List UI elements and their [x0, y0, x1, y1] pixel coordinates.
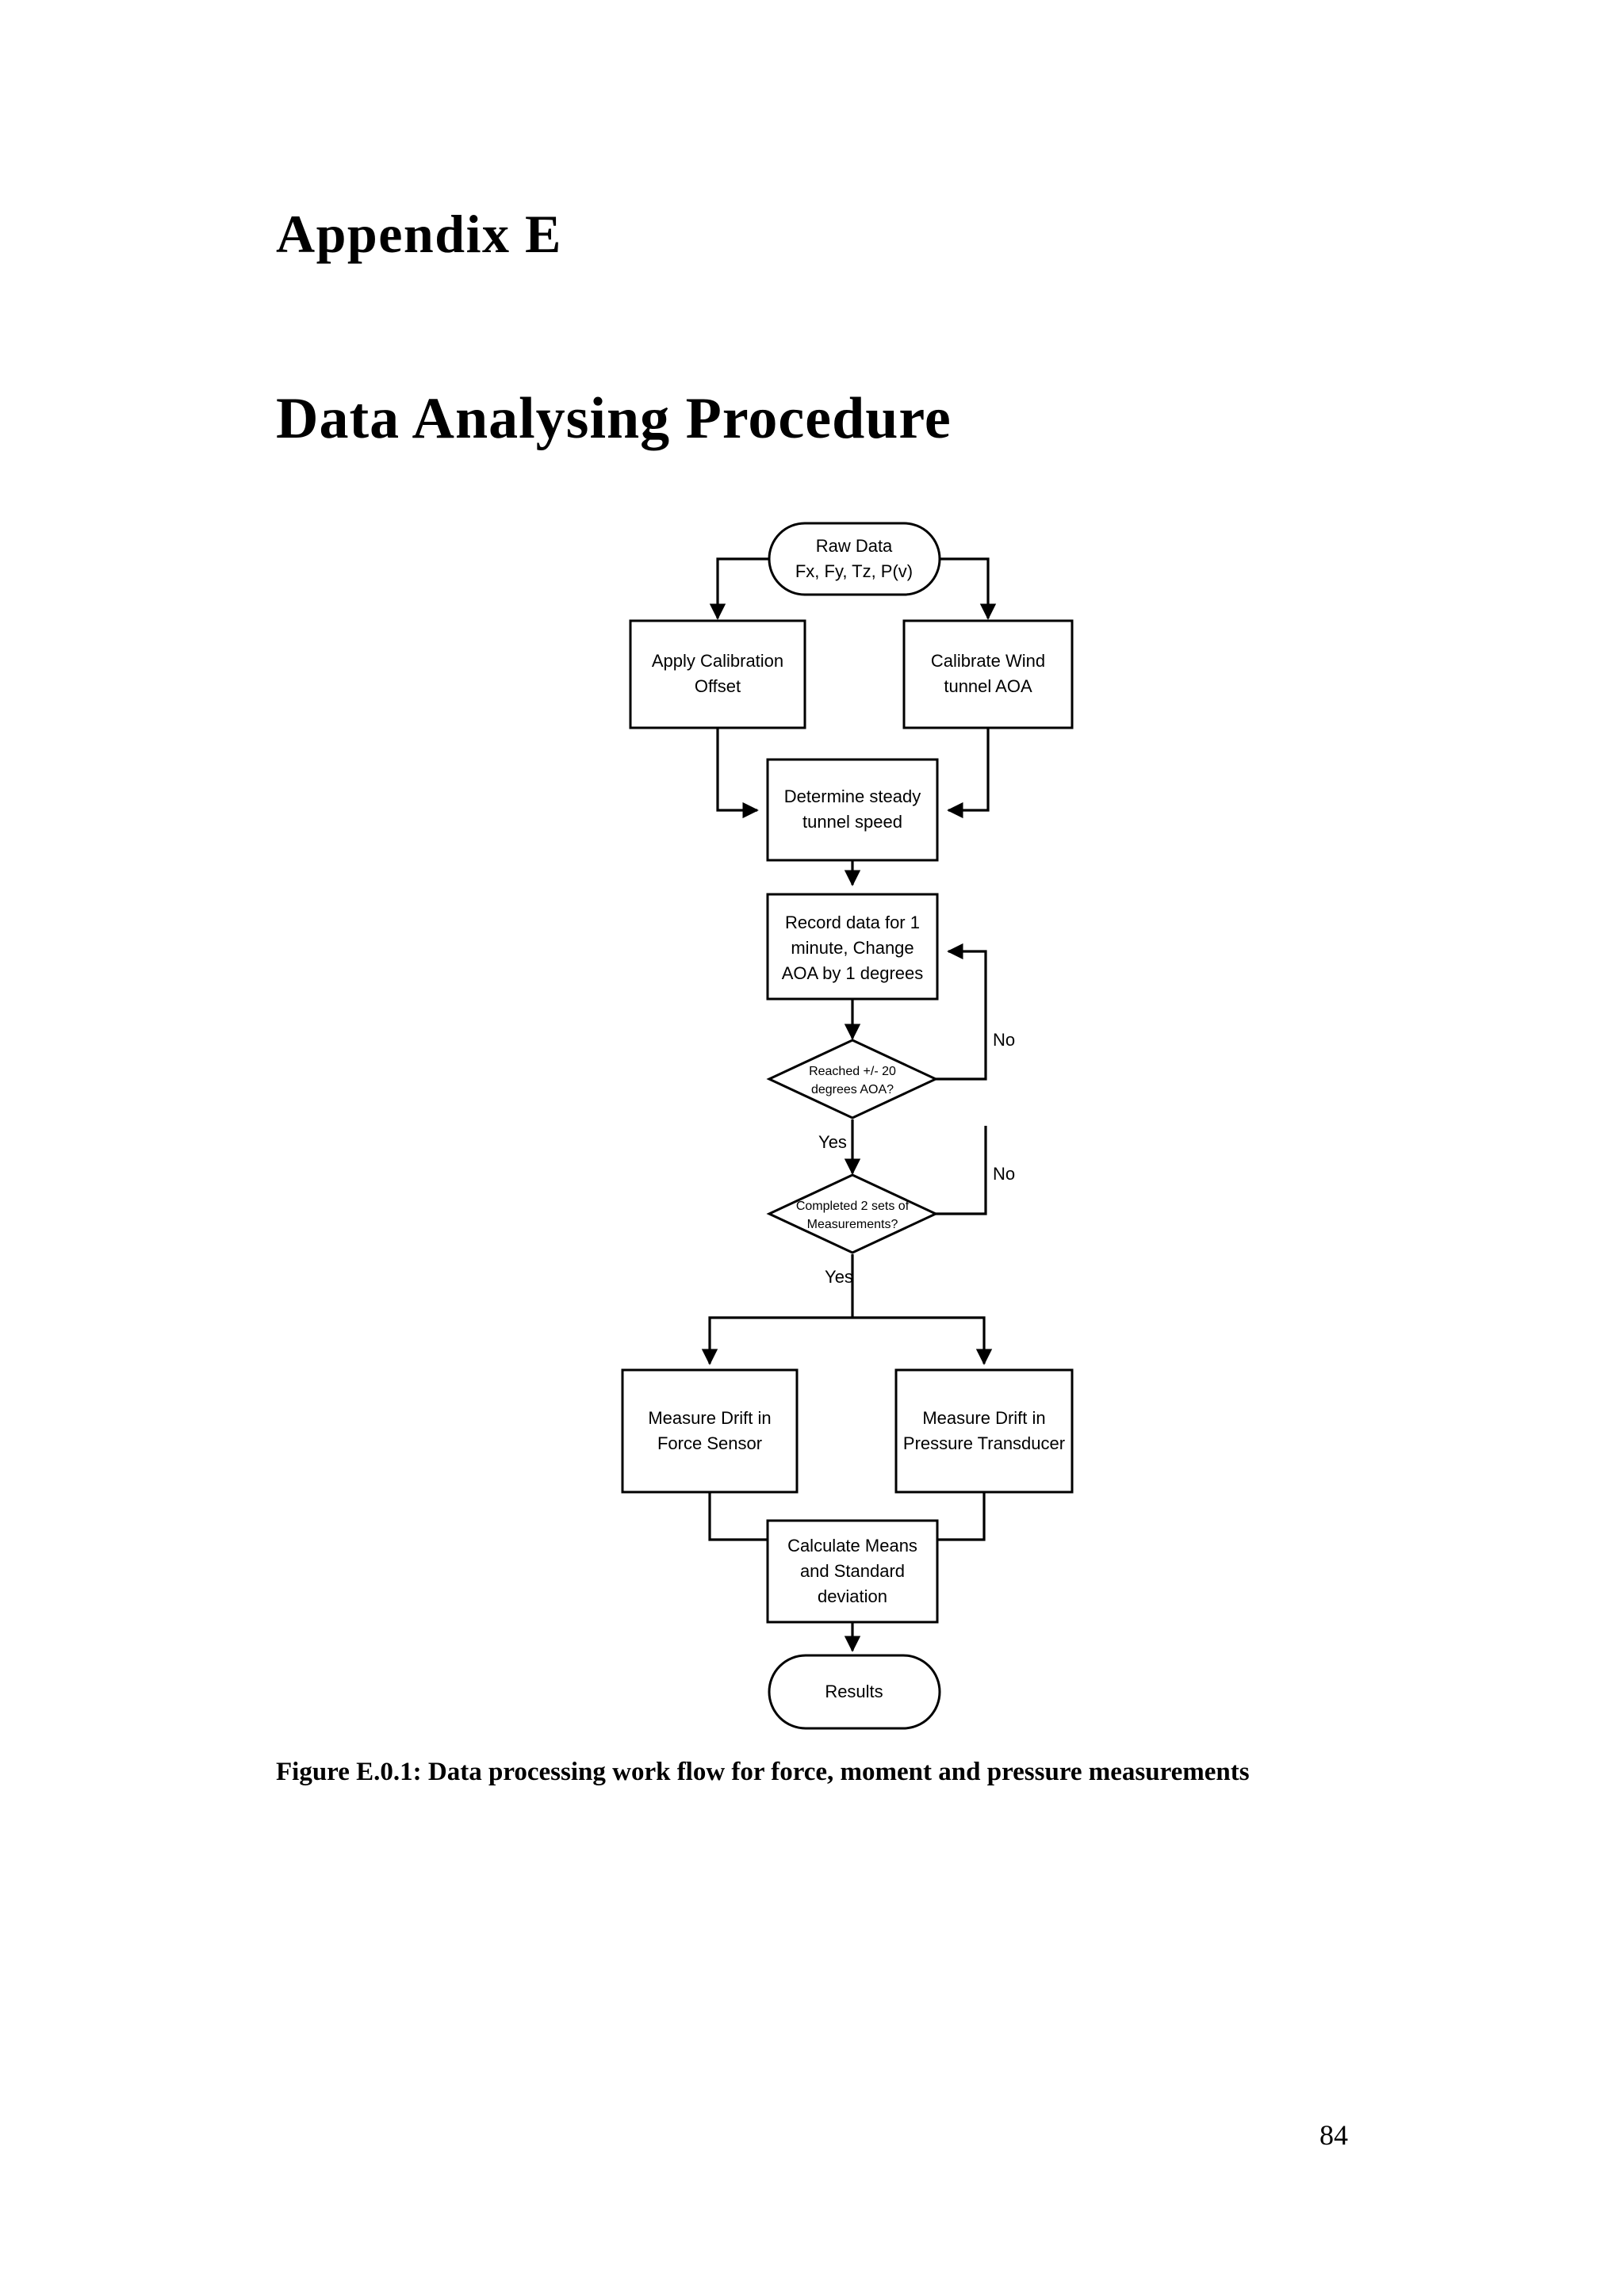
drift-force-shape [621, 1368, 799, 1494]
appendix-label: Appendix E [276, 204, 562, 264]
drift-pressure-shape [894, 1368, 1074, 1494]
node-determine-speed: Determine steady tunnel speed [766, 758, 939, 862]
node-drift-force: Measure Drift in Force Sensor [621, 1368, 799, 1494]
node-apply-calibration: Apply Calibration Offset [629, 619, 806, 729]
decision-sets-line1: Completed 2 sets of [796, 1200, 910, 1213]
flowchart-svg: Raw Data Fx, Fy, Tz, P(v) Apply Calibrat… [621, 522, 1074, 1730]
edge-apply-to-determine [716, 728, 759, 819]
record-data-line3: AOA by 1 degrees [782, 963, 924, 983]
decision-aoa-shape [766, 1039, 939, 1119]
node-results: Results [768, 1654, 941, 1730]
results-shape [768, 1654, 941, 1730]
figure-flowchart: Raw Data Fx, Fy, Tz, P(v) Apply Calibrat… [0, 492, 1624, 1752]
page-number: 84 [1320, 2119, 1348, 2151]
node-calibrate-aoa: Calibrate Wind tunnel AOA [902, 619, 1074, 729]
edge-label-aoa-no: No [993, 1030, 1015, 1050]
record-data-shape [766, 893, 939, 1001]
determine-speed-shape [766, 758, 939, 862]
node-raw-data: Raw Data Fx, Fy, Tz, P(v) [768, 522, 941, 596]
calculate-means-shape [766, 1519, 939, 1624]
node-calculate-means: Calculate Means and Standard deviation [766, 1519, 939, 1624]
decision-sets-shape [766, 1173, 939, 1254]
drift-force-line2: Force Sensor [657, 1433, 762, 1453]
drift-pressure-line2: Pressure Transducer [903, 1433, 1065, 1453]
node-drift-pressure: Measure Drift in Pressure Transducer [894, 1368, 1074, 1494]
edge-calibrate-to-determine [947, 728, 990, 819]
apply-calibration-line2: Offset [695, 676, 741, 696]
results-label: Results [825, 1682, 883, 1701]
node-decision-aoa: Reached +/- 20 degrees AOA? [766, 1039, 939, 1119]
calculate-means-line1: Calculate Means [787, 1536, 917, 1556]
drift-pressure-line1: Measure Drift in [922, 1408, 1045, 1428]
decision-sets-line2: Measurements? [807, 1218, 898, 1231]
edge-sets-to-drift-force [701, 1316, 852, 1365]
record-data-line1: Record data for 1 [785, 913, 920, 932]
decision-aoa-line1: Reached +/- 20 [809, 1065, 896, 1078]
raw-data-line1: Raw Data [816, 536, 893, 556]
apply-calibration-shape [629, 619, 806, 729]
edge-label-aoa-yes: Yes [818, 1132, 847, 1152]
raw-data-shape [768, 522, 941, 596]
page-title: Data Analysing Procedure [276, 386, 952, 451]
figure-caption: Figure E.0.1: Data processing work flow … [276, 1754, 1348, 1791]
raw-data-line2: Fx, Fy, Tz, P(v) [795, 561, 913, 581]
decision-aoa-line2: degrees AOA? [811, 1083, 894, 1096]
edge-label-sets-no: No [993, 1164, 1015, 1184]
edge-decision-sets-no [936, 1126, 987, 1215]
calibrate-aoa-line1: Calibrate Wind [931, 651, 1045, 671]
determine-speed-line1: Determine steady [784, 786, 921, 806]
edge-label-sets-yes: Yes [825, 1267, 853, 1287]
calculate-means-line3: deviation [818, 1586, 887, 1606]
calibrate-aoa-line2: tunnel AOA [944, 676, 1032, 696]
edge-decision-aoa-no [936, 943, 987, 1081]
calibrate-aoa-shape [902, 619, 1074, 729]
node-record-data: Record data for 1 minute, Change AOA by … [766, 893, 939, 1001]
figure-caption-text: Data processing work flow for force, mom… [427, 1758, 1250, 1786]
record-data-line2: minute, Change [791, 938, 914, 958]
figure-caption-label: Figure E.0.1: [276, 1758, 422, 1786]
calculate-means-line2: and Standard [800, 1561, 905, 1581]
edge-sets-to-drift-pressure [852, 1316, 993, 1365]
edge-rawdata-to-calibrate [940, 557, 997, 620]
determine-speed-line2: tunnel speed [802, 812, 902, 832]
apply-calibration-line1: Apply Calibration [652, 651, 783, 671]
drift-force-line1: Measure Drift in [648, 1408, 771, 1428]
edge-rawdata-to-apply [709, 557, 769, 620]
node-decision-sets: Completed 2 sets of Measurements? [766, 1173, 939, 1254]
